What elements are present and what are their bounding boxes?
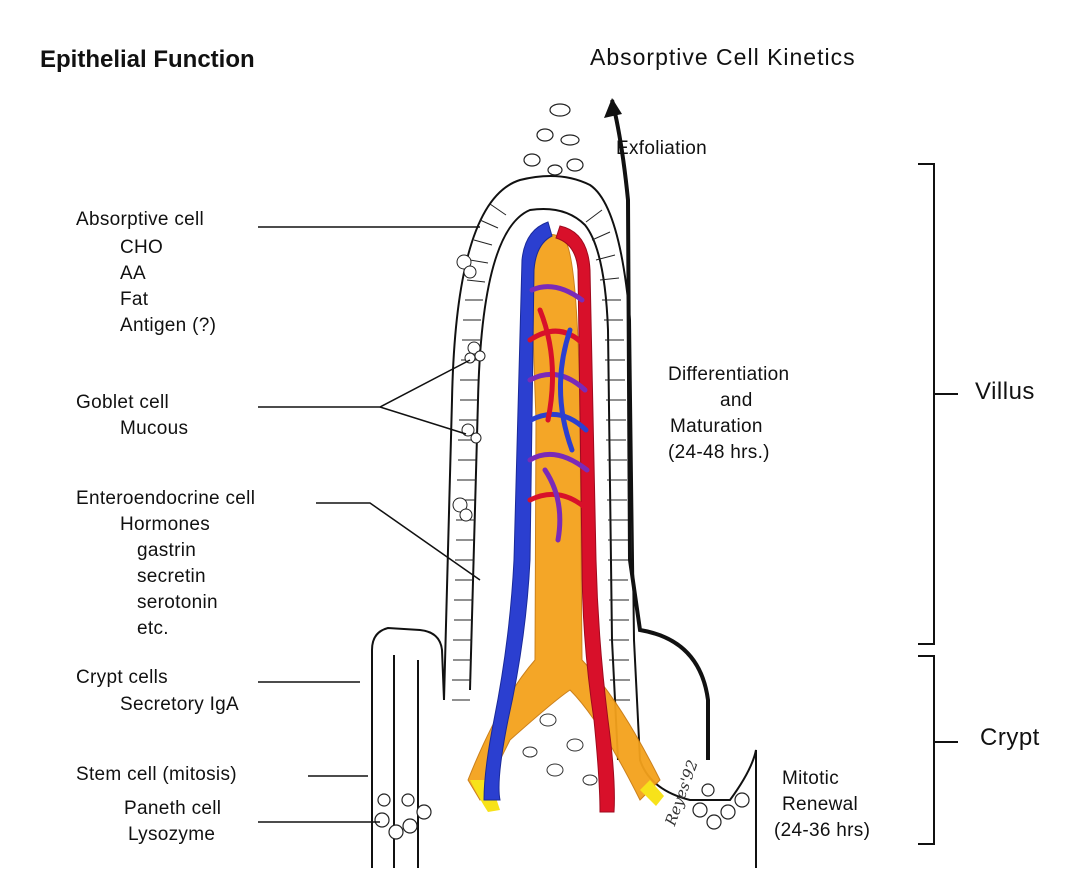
label-renewal: Renewal (782, 792, 858, 818)
label-enteroendocrine-cell: Enteroendocrine cell (76, 486, 255, 512)
label-paneth-cell: Paneth cell (124, 796, 221, 822)
label-goblet-cell: Goblet cell (76, 390, 169, 416)
title-absorptive-cell-kinetics: Absorptive Cell Kinetics (590, 44, 856, 71)
label-aa: AA (120, 261, 146, 287)
label-antigen: Antigen (?) (120, 313, 216, 339)
label-exfoliation: Exfoliation (616, 136, 707, 162)
label-serotonin: serotonin (137, 590, 218, 616)
lamina-propria-cells (523, 714, 597, 785)
label-villus: Villus (975, 378, 1035, 406)
label-crypt-cells: Crypt cells (76, 665, 168, 691)
label-mucous: Mucous (120, 416, 188, 442)
crypt-base-right (693, 784, 749, 829)
label-maturation: Maturation (670, 414, 763, 440)
label-duration-48: (24-48 hrs.) (668, 440, 770, 466)
label-secretin: secretin (137, 564, 206, 590)
label-stem-cell: Stem cell (mitosis) (76, 762, 237, 788)
exfoliation-arrowhead (604, 98, 622, 118)
title-epithelial-function: Epithelial Function (40, 46, 255, 74)
label-secretory-iga: Secretory IgA (120, 692, 239, 718)
label-differentiation: Differentiation (668, 362, 789, 388)
crypt-base-left (375, 794, 431, 839)
label-mitotic: Mitotic (782, 766, 839, 792)
artist-signature: Reyes'92 (661, 757, 702, 828)
label-and: and (720, 388, 753, 414)
exfoliating-cells (524, 104, 583, 175)
label-duration-36: (24-36 hrs) (774, 818, 870, 844)
label-fat: Fat (120, 287, 148, 313)
label-etc: etc. (137, 616, 169, 642)
leader-lines (258, 227, 480, 822)
label-hormones: Hormones (120, 512, 210, 538)
goblet-cells (453, 255, 485, 521)
label-lysozyme: Lysozyme (128, 822, 215, 848)
region-brackets (918, 164, 958, 844)
label-crypt: Crypt (980, 724, 1040, 752)
label-cho: CHO (120, 235, 163, 261)
label-gastrin: gastrin (137, 538, 196, 564)
label-absorptive-cell: Absorptive cell (76, 207, 204, 233)
epithelial-cells-left (452, 204, 506, 700)
